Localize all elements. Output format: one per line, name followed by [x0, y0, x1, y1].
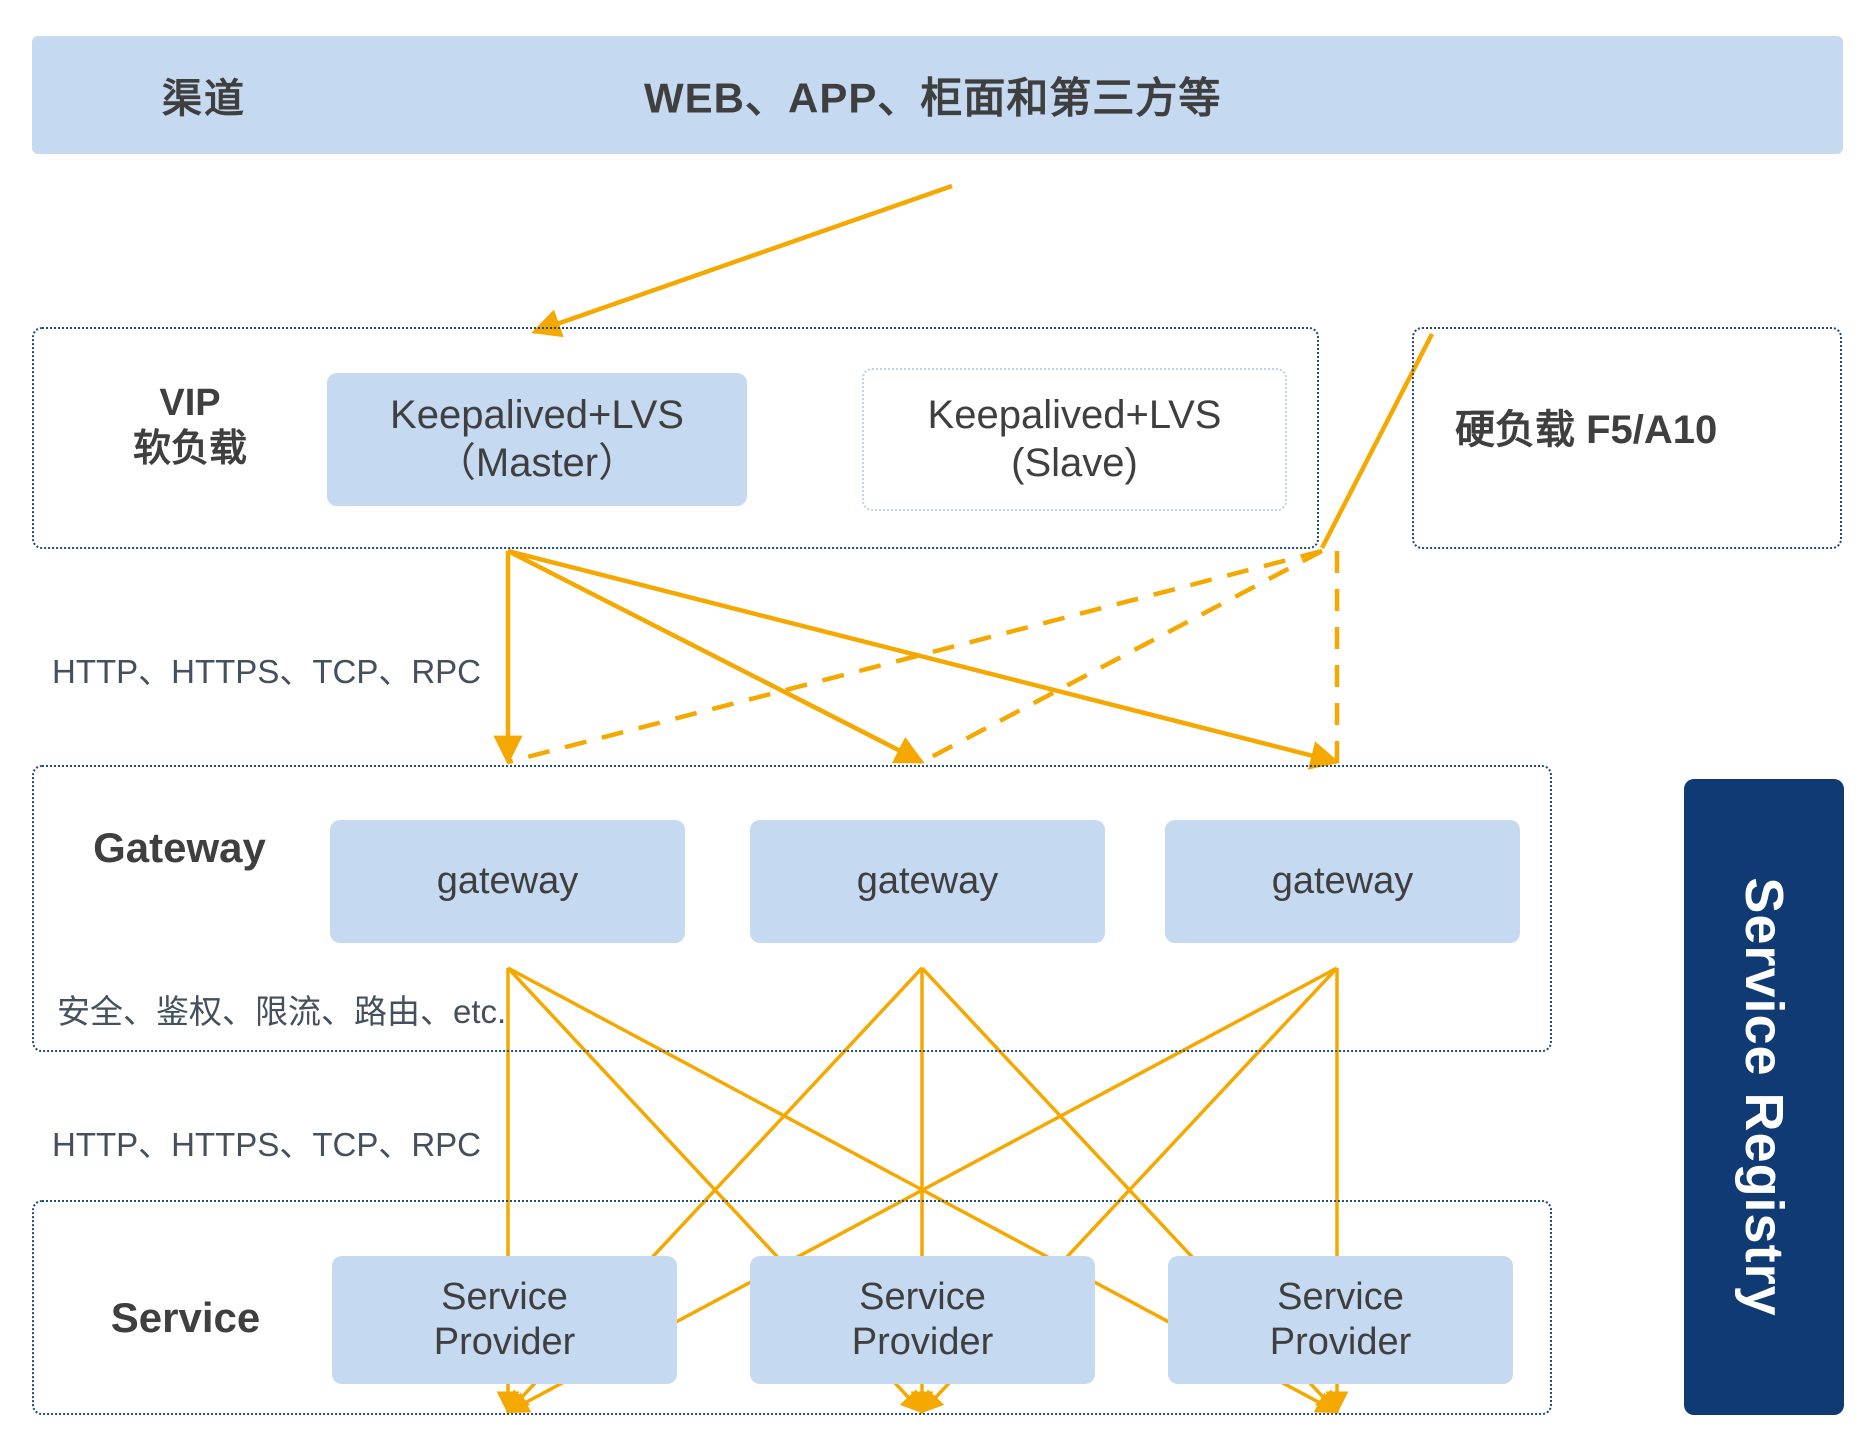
channel-label: 渠道: [162, 77, 246, 121]
channel-systems-text: WEB、APP、柜面和第三方等: [644, 74, 1222, 122]
node-service-provider-1-line1: Service: [441, 1276, 568, 1319]
node-gateway-2[interactable]: gateway: [750, 820, 1105, 943]
node-service-provider-3-line1: Service: [1277, 1276, 1404, 1319]
caption-protocols-gateway-to-service: HTTP、HTTPS、TCP、RPC: [52, 1126, 481, 1163]
node-service-provider-1-line2: Provider: [433, 1321, 576, 1363]
service-registry-panel[interactable]: Service Registry: [1684, 779, 1844, 1415]
gateway-tier-label: Gateway: [93, 824, 266, 871]
hardware-lb-container: [1412, 327, 1842, 549]
node-gateway-3-label: gateway: [1271, 860, 1414, 903]
vip-tier-label-line2: 软负载: [132, 428, 247, 471]
node-keepalived-lvs-master-line1: Keepalived+LVS: [390, 393, 684, 438]
node-service-provider-2[interactable]: Service Provider: [750, 1256, 1095, 1384]
node-keepalived-lvs-slave-line2: (Slave): [1011, 440, 1138, 485]
caption-protocols-vip-to-gateway: HTTP、HTTPS、TCP、RPC: [52, 653, 481, 690]
node-keepalived-lvs-master-line2: （Master）: [435, 440, 639, 485]
service-tier-label: Service: [110, 1294, 261, 1341]
node-service-provider-2-line2: Provider: [851, 1321, 994, 1363]
gateway-tier-container: [32, 765, 1552, 1052]
node-service-provider-3-line2: Provider: [1269, 1321, 1412, 1363]
arrows-vip-to-gateway: [493, 548, 1340, 770]
channel-banner: 渠道 WEB、APP、柜面和第三方等: [32, 36, 1843, 154]
node-service-provider-3[interactable]: Service Provider: [1168, 1256, 1513, 1384]
vip-tier-container: [32, 327, 1319, 549]
service-registry-label: Service Registry: [1734, 877, 1794, 1317]
arrows-hardware-to-gateway-dashed: [507, 548, 1340, 765]
node-service-provider-1[interactable]: Service Provider: [332, 1256, 677, 1384]
node-gateway-2-label: gateway: [856, 860, 999, 903]
node-gateway-3[interactable]: gateway: [1165, 820, 1520, 943]
vip-tier-label-line1: VIP: [159, 382, 221, 424]
arrow-channel-to-vip: [531, 183, 953, 338]
hardware-lb-label: 硬负载 F5/A10: [1455, 408, 1718, 452]
caption-gateway-features: 安全、鉴权、限流、路由、etc.: [57, 993, 507, 1030]
vip-tier-label: VIP 软负载: [90, 380, 290, 473]
node-keepalived-lvs-slave-line1: Keepalived+LVS: [927, 393, 1222, 438]
node-keepalived-lvs-master[interactable]: Keepalived+LVS （Master）: [327, 373, 747, 506]
node-service-provider-2-line1: Service: [859, 1276, 986, 1319]
node-gateway-1-label: gateway: [436, 860, 579, 903]
node-gateway-1[interactable]: gateway: [330, 820, 685, 943]
node-keepalived-lvs-slave[interactable]: Keepalived+LVS (Slave): [862, 368, 1287, 511]
service-tier-container: [32, 1200, 1552, 1415]
